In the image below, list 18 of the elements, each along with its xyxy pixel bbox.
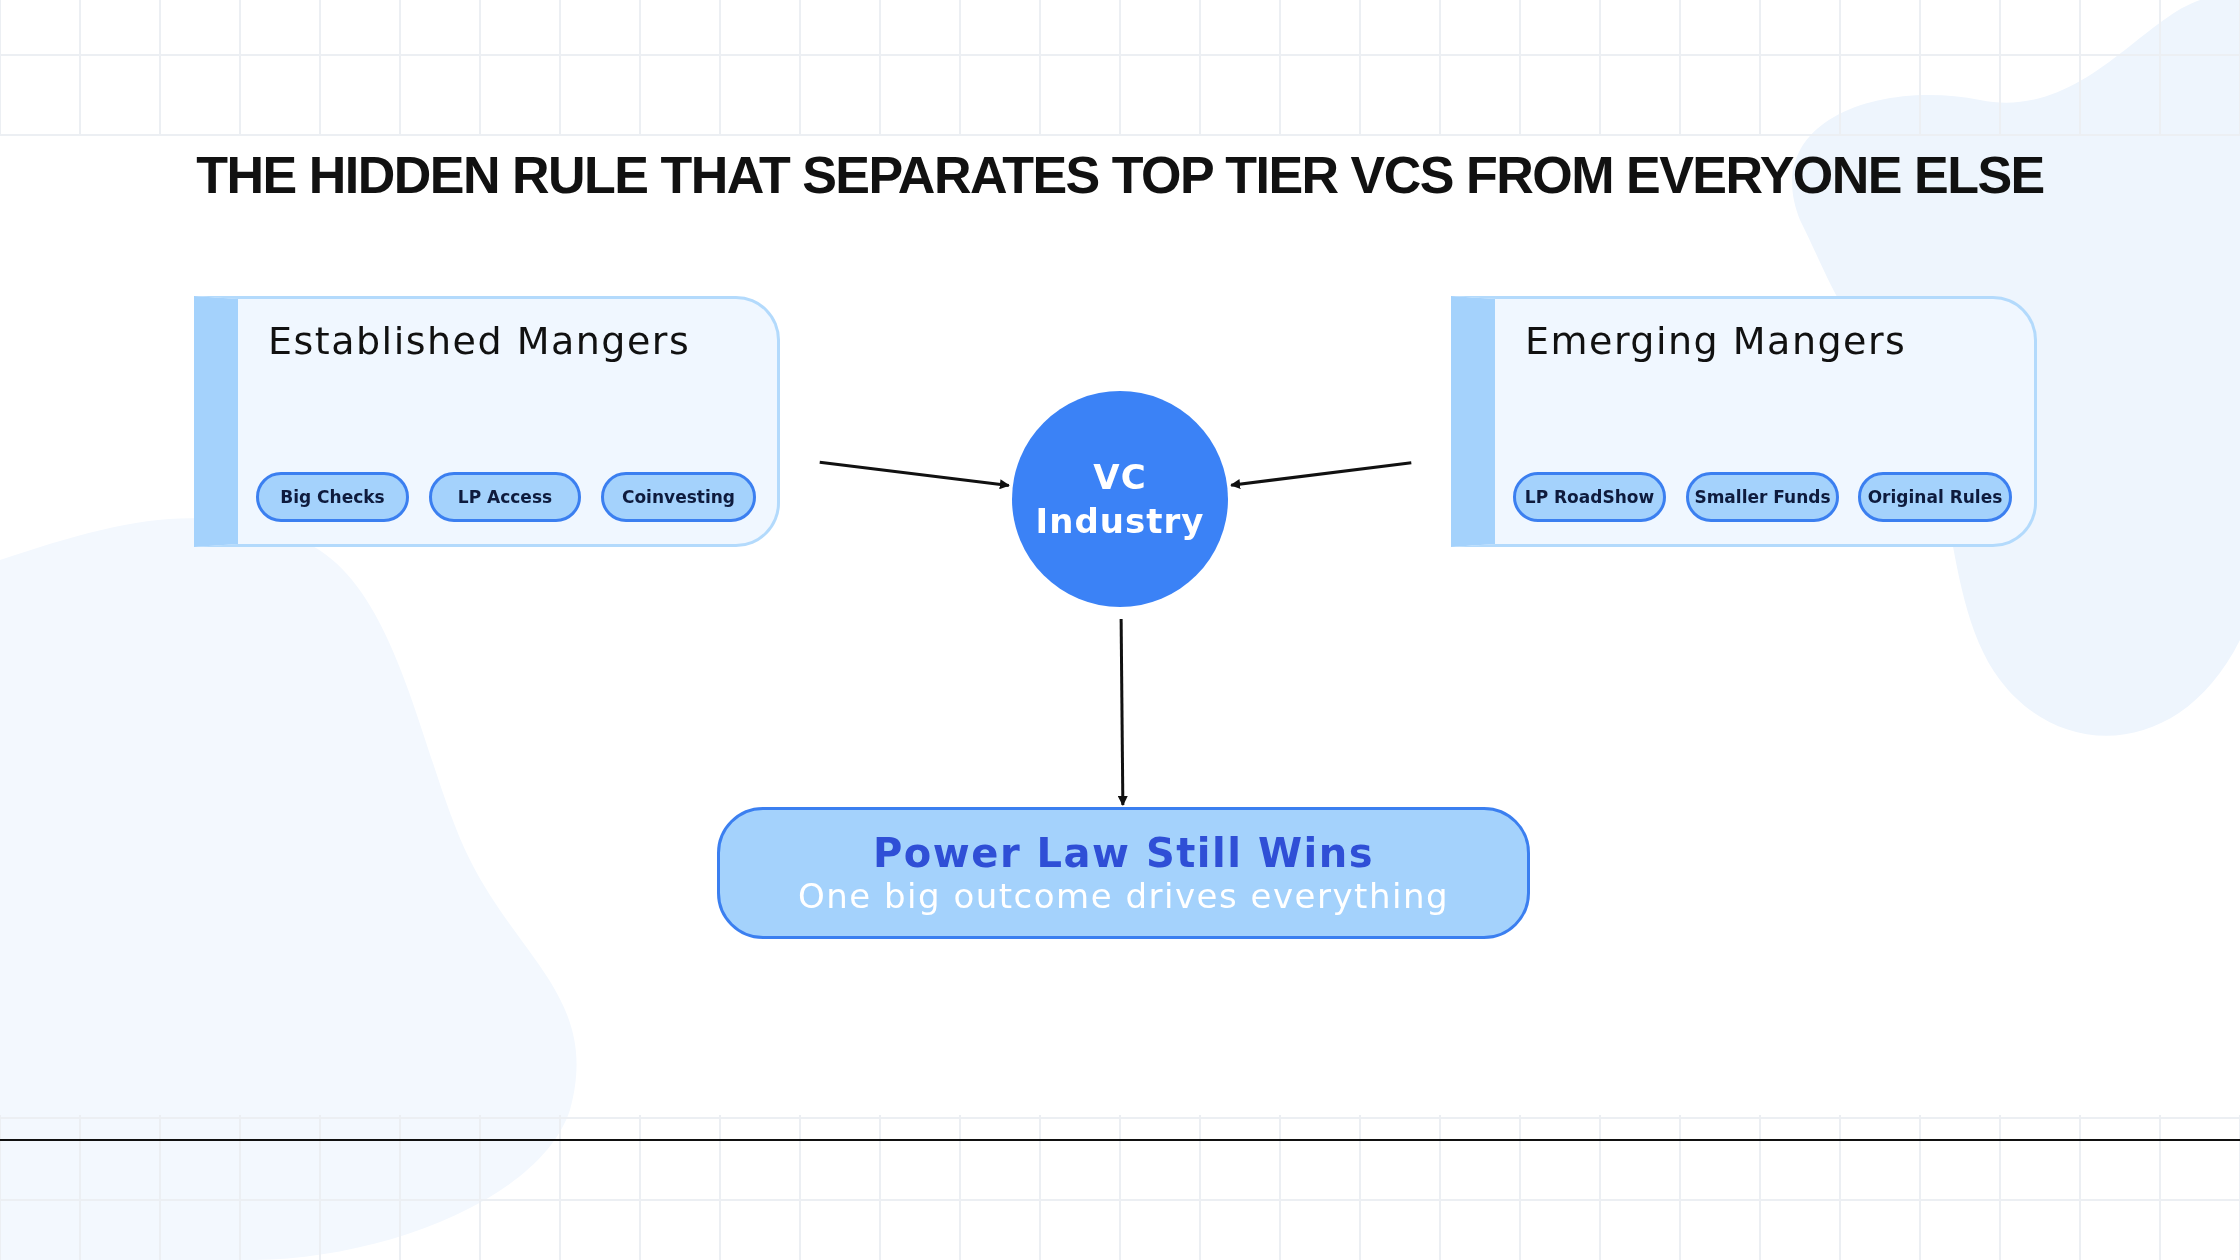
tag-pill: Big Checks [256, 472, 409, 522]
result-subtitle: One big outcome drives everything [797, 876, 1450, 916]
tag-pill: LP Access [429, 472, 581, 522]
hub-circle: VC Industry [1012, 391, 1228, 607]
arrow [1117, 618, 1128, 806]
tag-pill: Original Rules [1858, 472, 2012, 522]
group-panel [1451, 296, 2037, 547]
group-heading: Emerging Mangers [1525, 319, 1907, 363]
result-box [717, 807, 1530, 939]
group-heading: Established Mangers [268, 319, 691, 363]
tag-pill: Smaller Funds [1686, 472, 1839, 522]
tag-pill: LP RoadShow [1513, 472, 1666, 522]
arrow [819, 460, 1010, 490]
title: THE HIDDEN RULE THAT SEPARATES TOP TIER VCS FROM EVERYONE ELSE [195, 145, 2045, 205]
group-panel [194, 296, 780, 547]
tag-pill: Coinvesting [601, 472, 756, 522]
arrow [1230, 461, 1412, 490]
result-title: Power Law Still Wins [873, 830, 1374, 876]
